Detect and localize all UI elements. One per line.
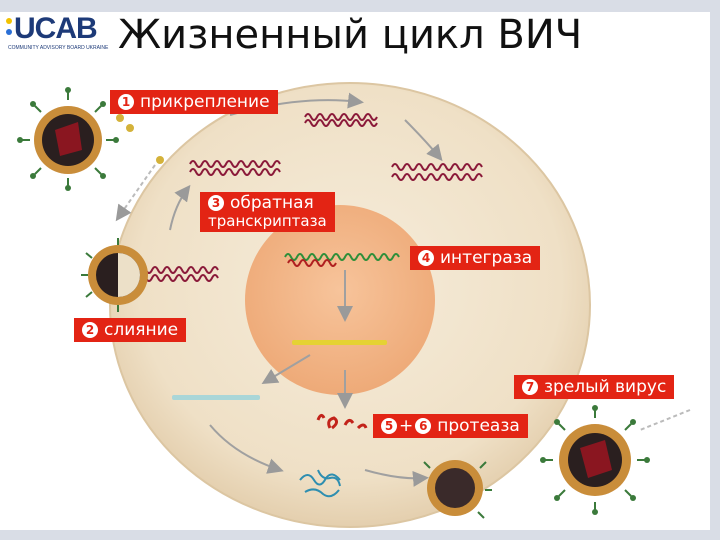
step-5-6-label: 5+6 протеаза [373,414,528,438]
cycle-arrow [169,184,191,231]
step-number-badge: 7 [522,379,538,395]
bottom-border [0,530,720,540]
step-7-text: зрелый вирус [544,377,667,397]
hiv-virion-fusing [81,238,148,312]
viral-mrna [172,395,260,400]
hiv-mature-virion [540,405,650,515]
step-3-text-line1: обратная [230,193,314,213]
step-2-label: 2 слияние [74,318,187,342]
hiv-virion-budding [423,460,492,519]
viral-rna-strand [391,163,483,171]
step-number-badge: 1 [118,94,134,110]
step-3-text-line2: транскриптаза [208,212,327,230]
step-2-text: слияние [104,320,179,340]
viral-rna-strand [189,160,281,168]
logo-dot-icon [6,18,12,24]
viral-rna-strand [304,119,378,127]
viral-rna-strand [304,113,378,121]
step-4-label: 4 интеграза [410,246,541,270]
logo-subtitle: COMMUNITY ADVISORY BOARD UKRAINE [8,45,109,51]
viral-proteins [316,413,368,430]
cycle-arrow [209,424,284,474]
step-3-label: 3 обратная транскриптаза [200,192,335,232]
step-1-label: 1 прикрепление [110,90,278,114]
hiv-virion-attaching [17,87,164,191]
integrated-provirus [292,340,387,345]
step-7-label: 7 зрелый вирус [514,375,675,399]
viral-rna-strand [391,173,483,181]
cycle-arrow [364,469,429,487]
step-number-badge: 6 [415,418,432,434]
step-5-6-text: протеаза [437,416,520,436]
step-number-badge: 5 [381,418,397,434]
ucab-logo: UCAB COMMUNITY ADVISORY BOARD UKRAINE [4,12,116,54]
viral-rna-strand [139,274,219,282]
logo-dot-icon [6,29,12,35]
step-1-text: прикрепление [140,92,270,112]
viral-dna-strand [287,259,337,267]
cycle-arrow [115,164,156,222]
cycle-arrow [404,119,443,162]
viral-rna-strand [189,168,281,176]
page-title: Жизненный цикл ВИЧ [118,12,583,58]
viral-dna-strand [284,253,400,261]
viral-rna-strand [139,266,219,274]
cycle-arrow [639,409,691,431]
right-border [710,0,720,540]
cycle-arrow [261,354,311,385]
step-number-badge: 4 [418,250,434,266]
cell-nucleus [245,205,435,395]
logo-text: UCAB [14,12,98,45]
assembling-virion-parts [299,469,341,498]
step-number-badge: 2 [82,322,98,338]
step-number-badge: 3 [208,195,224,211]
step-plus-sign: + [399,416,414,436]
step-4-text: интеграза [440,248,533,268]
top-border [0,0,720,12]
